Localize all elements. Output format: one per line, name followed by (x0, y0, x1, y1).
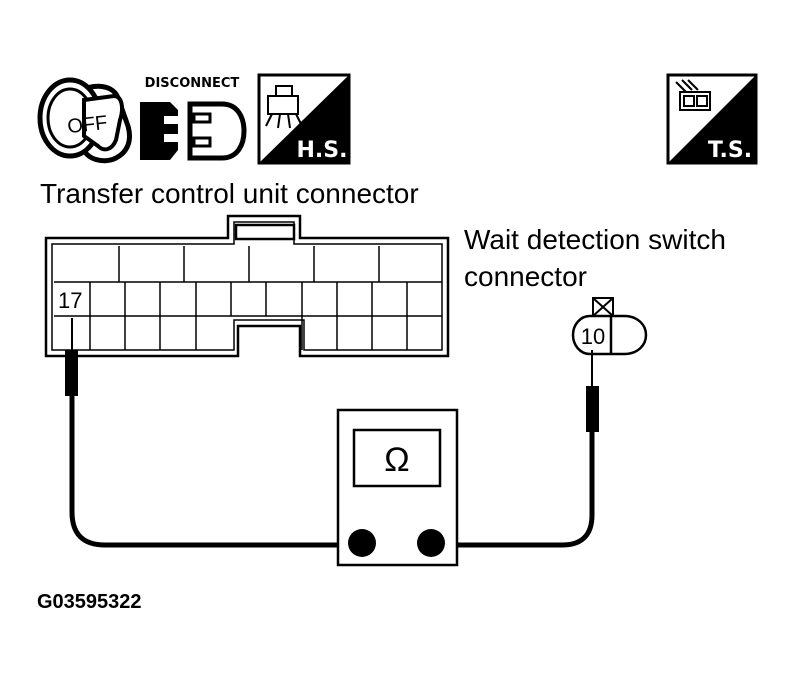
tcu-connector: 17 (44, 214, 450, 358)
wait-switch-connector: 10 (571, 297, 648, 356)
figure-code: G03595322 (37, 591, 142, 613)
ignition-off-label: OFF (66, 112, 108, 138)
switch-terminal-number: 10 (581, 324, 605, 349)
tcu-connector-label: Transfer control unit connector (40, 178, 419, 209)
tcu-terminal-number: 17 (58, 288, 82, 313)
tester-leads (65, 318, 599, 548)
disconnect-label: DISCONNECT (145, 76, 240, 91)
ohm-symbol: Ω (384, 441, 409, 479)
ignition-key-off-icon: OFF (37, 77, 132, 164)
wait-switch-label-line1: Wait detection switch (464, 224, 726, 255)
ohmmeter-icon: Ω (336, 408, 459, 567)
terminal-side-icon: T.S. (666, 73, 758, 165)
connector-disconnect-icon: DISCONNECT (140, 76, 247, 161)
wait-switch-label-line2: connector (464, 261, 587, 292)
harness-side-label: H.S. (297, 138, 348, 163)
terminal-side-label: T.S. (708, 138, 752, 163)
harness-side-icon: H.S. (257, 73, 351, 165)
